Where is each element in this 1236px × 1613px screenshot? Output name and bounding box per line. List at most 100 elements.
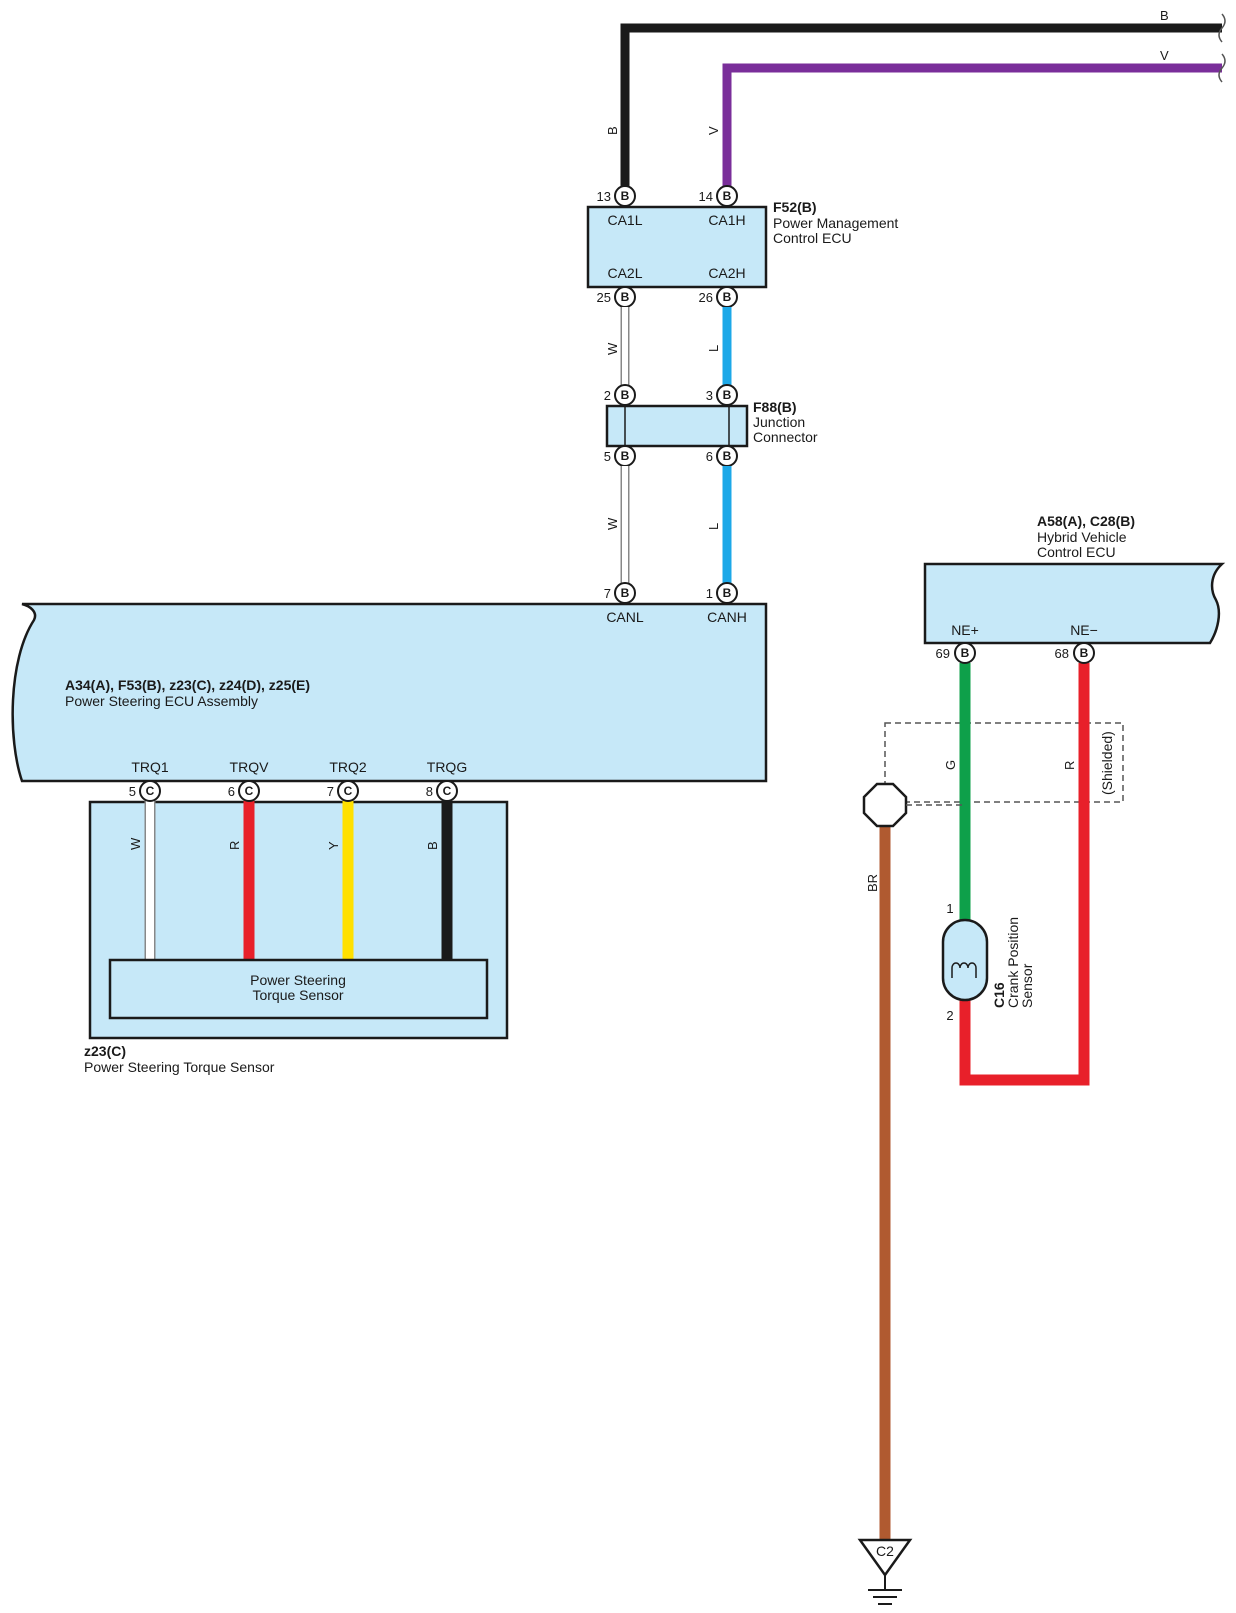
wire-label-r: R bbox=[1062, 761, 1077, 770]
hybrid-vehicle-ecu-box bbox=[923, 562, 1226, 645]
svg-text:25: 25 bbox=[597, 290, 611, 305]
wire-red-ne-minus bbox=[959, 663, 1090, 1086]
pin-3: B 3 bbox=[706, 384, 738, 406]
pin-canh-1: B 1 bbox=[706, 582, 738, 604]
f88-name-line2: Connector bbox=[753, 429, 818, 445]
hv-ecu-id: A58(A), C28(B) bbox=[1037, 513, 1135, 529]
shield-label: (Shielded) bbox=[1099, 731, 1115, 795]
wire-break-symbol bbox=[1218, 13, 1226, 83]
svg-text:B: B bbox=[723, 388, 732, 402]
svg-text:8: 8 bbox=[426, 784, 433, 799]
terminal-ca2l: CA2L bbox=[607, 265, 642, 281]
svg-text:B: B bbox=[723, 586, 732, 600]
svg-text:26: 26 bbox=[699, 290, 713, 305]
svg-text:B: B bbox=[723, 290, 732, 304]
svg-text:1: 1 bbox=[706, 586, 713, 601]
f88-name-line1: Junction bbox=[753, 414, 805, 430]
wire-label-v-vertical: V bbox=[706, 126, 721, 135]
wire-label-b-vertical: B bbox=[605, 126, 620, 135]
svg-text:C: C bbox=[443, 784, 452, 798]
terminal-canl: CANL bbox=[606, 609, 644, 625]
svg-text:C: C bbox=[344, 784, 353, 798]
torque-sensor-inner-line1: Power Steering bbox=[250, 972, 346, 988]
pin-trq1-5: C 5 bbox=[129, 780, 161, 802]
pin-trq2-7: C 7 bbox=[327, 780, 359, 802]
wire-label-l-upper: L bbox=[706, 345, 721, 352]
terminal-trq2: TRQ2 bbox=[329, 759, 367, 775]
wire-label-trq1: W bbox=[128, 837, 143, 850]
power-steering-ecu-box bbox=[11, 602, 768, 783]
terminal-ca2h: CA2H bbox=[708, 265, 745, 281]
f52-name-line2: Control ECU bbox=[773, 230, 852, 246]
wire-label-black-top: B bbox=[1160, 8, 1169, 23]
svg-text:B: B bbox=[961, 646, 970, 660]
svg-text:5: 5 bbox=[604, 449, 611, 464]
pin-25: B 25 bbox=[597, 286, 636, 308]
pin-6: B 6 bbox=[706, 445, 738, 467]
svg-text:B: B bbox=[621, 189, 630, 203]
svg-text:7: 7 bbox=[604, 586, 611, 601]
svg-text:B: B bbox=[621, 388, 630, 402]
crank-sensor-id: C16 bbox=[991, 982, 1007, 1008]
wire-label-l-lower: L bbox=[706, 523, 721, 530]
crank-pin-2: 2 bbox=[946, 1008, 953, 1023]
pin-13: B 13 bbox=[597, 185, 636, 207]
terminal-ne-minus: NE− bbox=[1070, 622, 1098, 638]
svg-text:14: 14 bbox=[699, 189, 713, 204]
crank-sensor-name-line2: Sensor bbox=[1019, 963, 1035, 1008]
wire-label-w-lower: W bbox=[605, 517, 620, 530]
terminal-ne-plus: NE+ bbox=[951, 622, 979, 638]
wire-black-top bbox=[620, 23, 1222, 196]
wire-label-trqg: B bbox=[425, 841, 440, 850]
terminal-trq1: TRQ1 bbox=[131, 759, 169, 775]
junction-connector-box bbox=[605, 404, 749, 448]
svg-text:B: B bbox=[621, 586, 630, 600]
crank-sensor-name-line1: Crank Position bbox=[1005, 917, 1021, 1008]
svg-text:6: 6 bbox=[228, 784, 235, 799]
pin-69: B 69 bbox=[936, 642, 976, 664]
svg-text:69: 69 bbox=[936, 646, 950, 661]
svg-text:13: 13 bbox=[597, 189, 611, 204]
svg-text:3: 3 bbox=[706, 388, 713, 403]
shield-ground-octagon bbox=[862, 782, 908, 828]
svg-text:2: 2 bbox=[604, 388, 611, 403]
pin-trqg-8: C 8 bbox=[426, 780, 458, 802]
torque-sensor-inner-line2: Torque Sensor bbox=[252, 987, 343, 1003]
f52-name-line1: Power Management bbox=[773, 215, 898, 231]
svg-text:B: B bbox=[723, 189, 732, 203]
shield-box bbox=[884, 722, 1124, 803]
ps-ecu-id: A34(A), F53(B), z23(C), z24(D), z25(E) bbox=[65, 677, 310, 693]
pin-14: B 14 bbox=[699, 185, 738, 207]
svg-text:B: B bbox=[621, 290, 630, 304]
pin-5: B 5 bbox=[604, 445, 636, 467]
svg-text:6: 6 bbox=[706, 449, 713, 464]
ground-symbol bbox=[857, 1538, 913, 1605]
svg-text:B: B bbox=[621, 449, 630, 463]
wire-label-w-upper: W bbox=[605, 342, 620, 355]
f88-id: F88(B) bbox=[753, 399, 797, 415]
torque-sensor-inner-box bbox=[108, 958, 489, 1020]
pin-trqv-6: C 6 bbox=[228, 780, 260, 802]
crank-pin-1: 1 bbox=[946, 901, 953, 916]
svg-text:C: C bbox=[146, 784, 155, 798]
f52-id: F52(B) bbox=[773, 199, 817, 215]
svg-text:B: B bbox=[1080, 646, 1089, 660]
terminal-ca1h: CA1H bbox=[708, 212, 745, 228]
ground-label: C2 bbox=[876, 1543, 894, 1559]
wire-label-g: G bbox=[943, 760, 958, 770]
wire-label-violet-top: V bbox=[1160, 48, 1169, 63]
svg-text:B: B bbox=[723, 449, 732, 463]
wire-label-br: BR bbox=[865, 874, 880, 892]
terminal-canh: CANH bbox=[707, 609, 747, 625]
torque-sensor-id: z23(C) bbox=[84, 1043, 126, 1059]
crank-position-sensor bbox=[941, 918, 989, 1002]
hv-ecu-name-line1: Hybrid Vehicle bbox=[1037, 529, 1127, 545]
power-management-ecu-box bbox=[586, 205, 768, 289]
wire-label-trqv: R bbox=[227, 841, 242, 850]
hv-ecu-name-line2: Control ECU bbox=[1037, 544, 1116, 560]
ps-ecu-name: Power Steering ECU Assembly bbox=[65, 693, 258, 709]
svg-text:5: 5 bbox=[129, 784, 136, 799]
pin-68: B 68 bbox=[1055, 642, 1095, 664]
